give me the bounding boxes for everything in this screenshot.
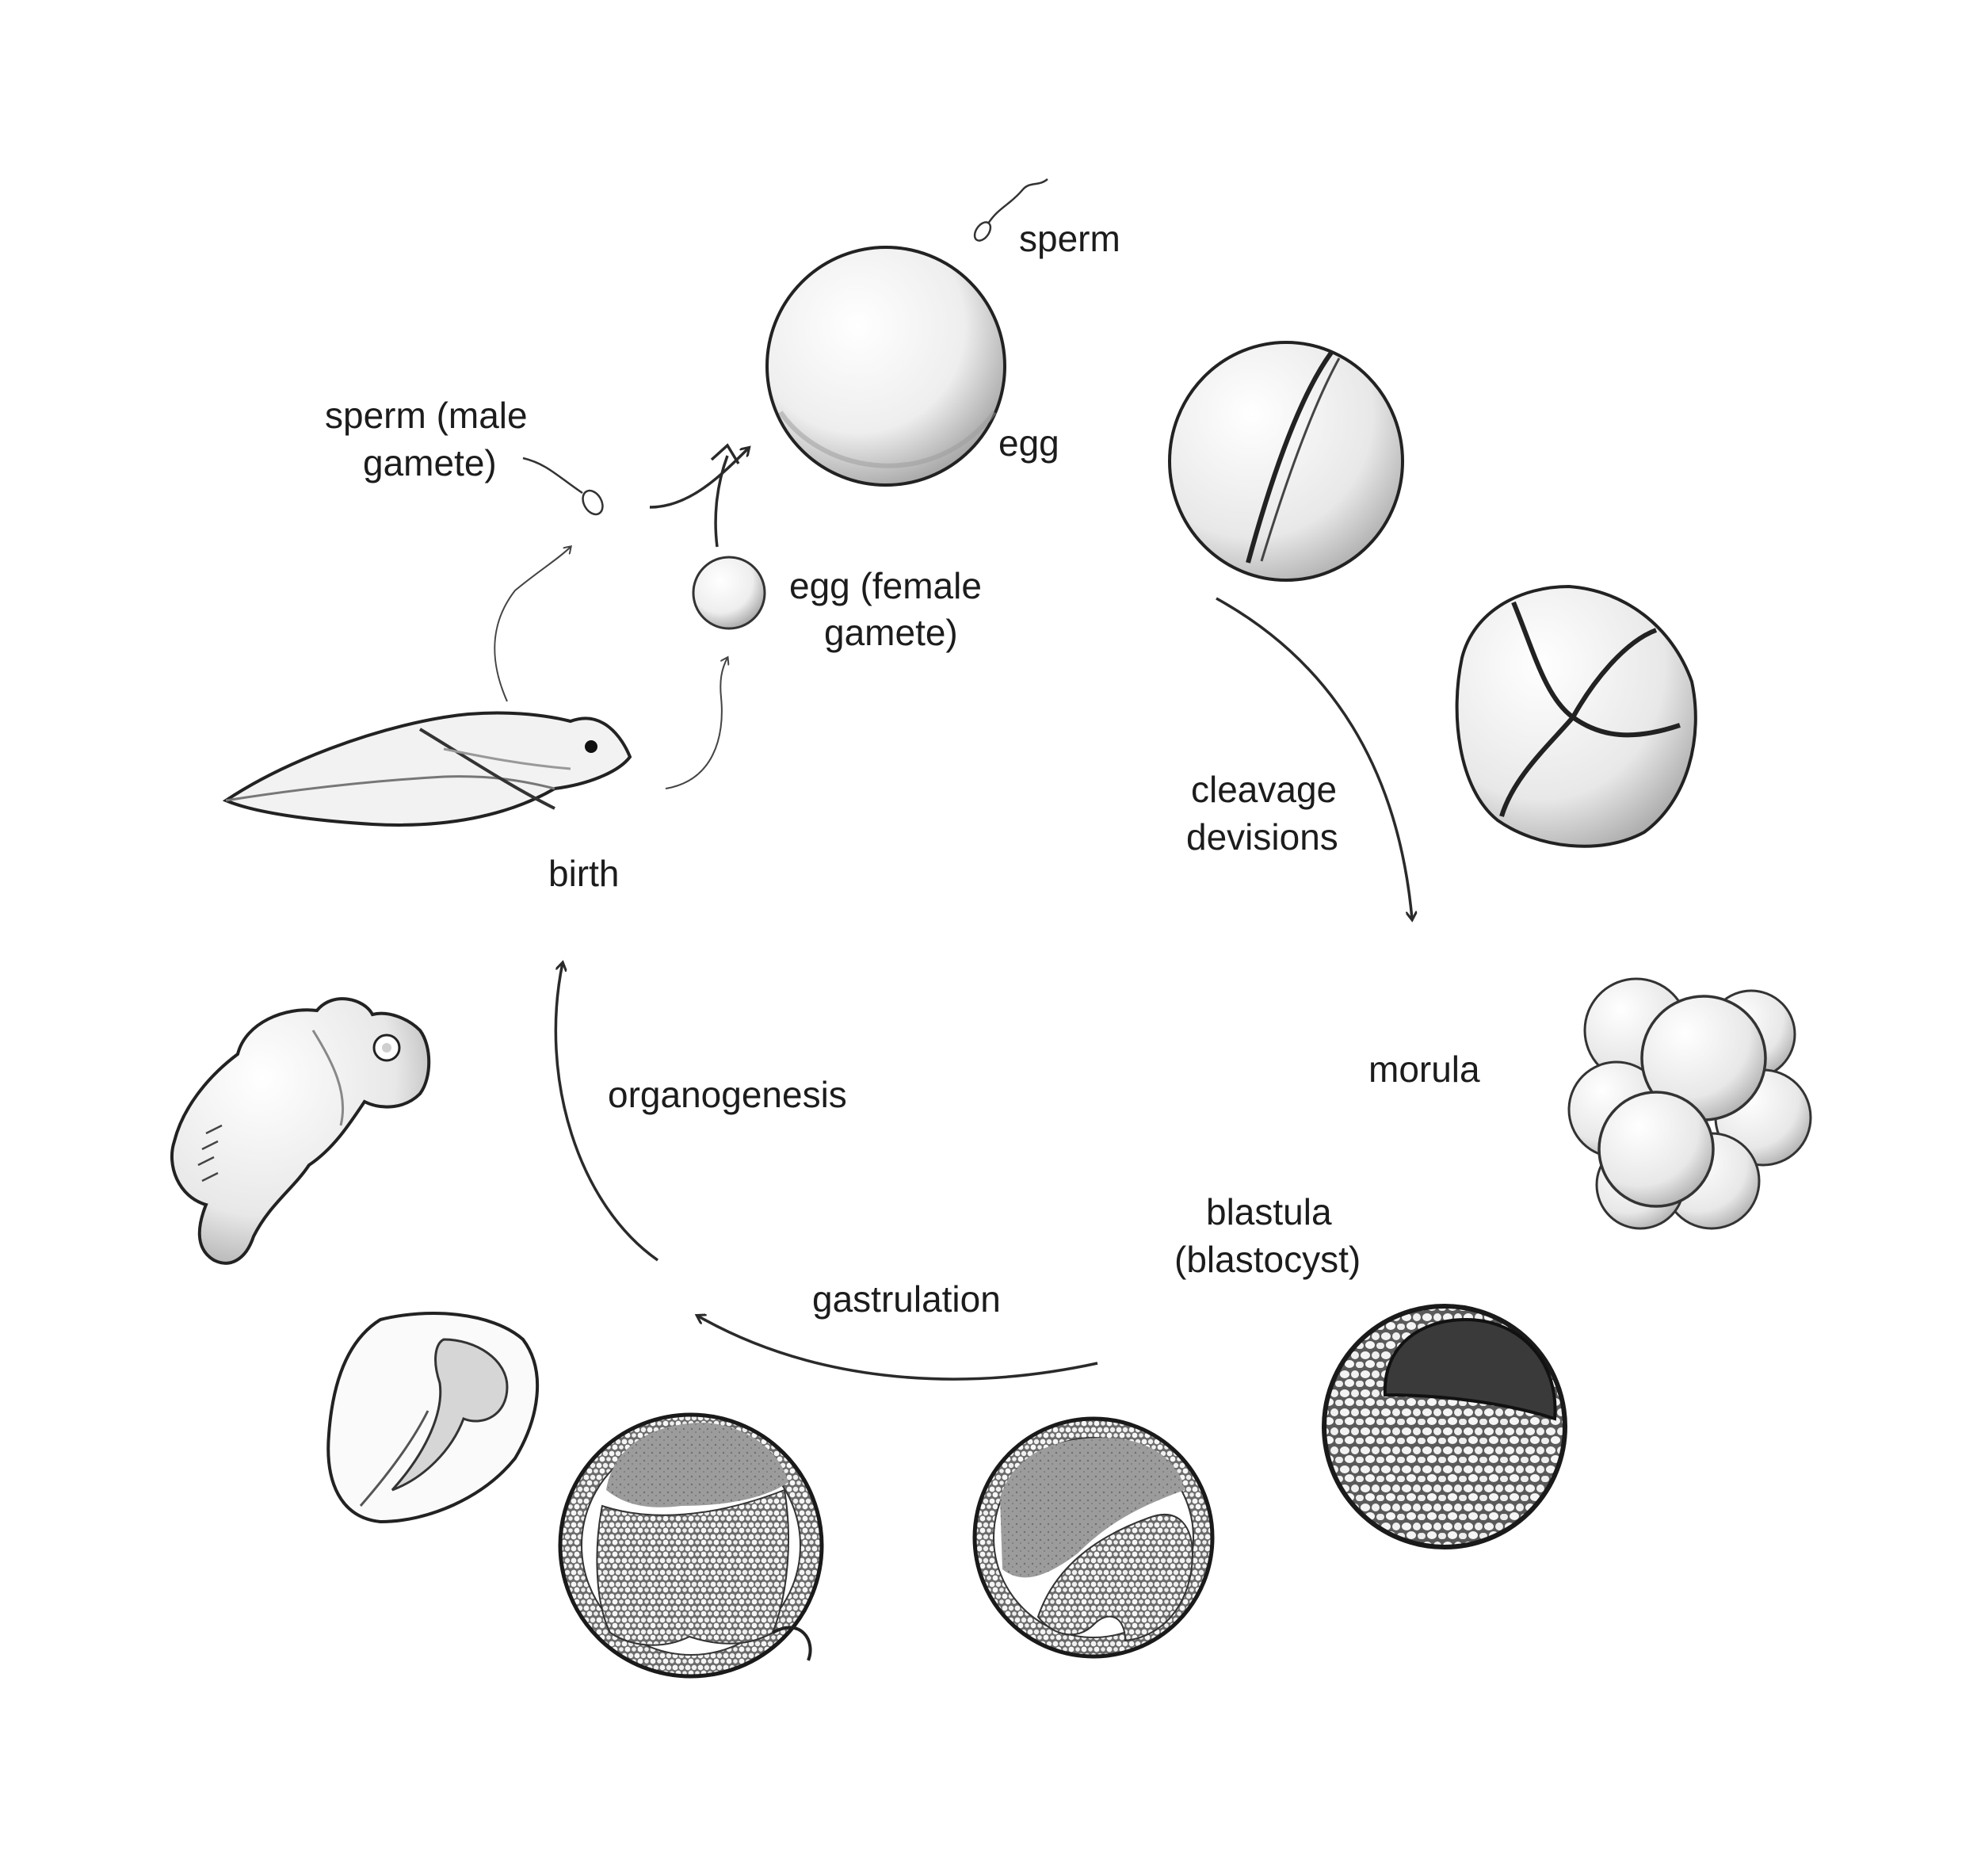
fertilization-arrow: [649, 448, 749, 509]
egg-to-zygote-arrow: [714, 455, 729, 548]
early-gastrula-illustration: [972, 1416, 1215, 1659]
egg-illustration: [765, 246, 1006, 487]
cleavage-arrow: [1216, 597, 1412, 919]
two-cell-stage-illustration: [1168, 341, 1404, 582]
egg-gamete-label-line1: egg (female: [789, 565, 982, 606]
tadpole-illustration: [222, 711, 632, 827]
gastrulation-label: gastrulation: [812, 1278, 1001, 1320]
sperm-gamete-label-line1: sperm (male: [325, 395, 528, 436]
egg-gamete-illustration: [692, 556, 766, 630]
organogenesis-arrow: [554, 963, 659, 1262]
neurula-illustration: [326, 1312, 540, 1524]
blastula-illustration: [1322, 1304, 1567, 1549]
tadpole-to-sperm-arrow: [494, 547, 571, 702]
morula-label: morula: [1368, 1049, 1480, 1090]
cleavage-label-line2: devisions: [1186, 816, 1338, 858]
cleavage-label-line1: cleavage: [1191, 769, 1337, 810]
morula-illustration: [1567, 977, 1812, 1230]
tadpole-to-egg-arrow: [665, 658, 727, 789]
blastula-label-line1: blastula: [1206, 1191, 1332, 1232]
sperm-gamete-illustration: [522, 457, 604, 516]
birth-label: birth: [548, 853, 619, 894]
sperm-label: sperm: [1019, 218, 1120, 259]
four-cell-stage-illustration: [1455, 584, 1697, 848]
egg-label: egg: [998, 422, 1059, 464]
late-gastrula-illustration: [558, 1412, 824, 1679]
gastrulation-arrow: [697, 1316, 1098, 1381]
egg-gamete-label-line2: gamete): [824, 612, 958, 653]
blastula-label-line2: (blastocyst): [1174, 1239, 1361, 1280]
tailbud-embryo-illustration: [170, 997, 431, 1265]
sperm-gamete-label-line2: gamete): [363, 442, 497, 483]
organogenesis-label: organogenesis: [608, 1074, 847, 1115]
sperm-top-illustration: [973, 178, 1048, 242]
